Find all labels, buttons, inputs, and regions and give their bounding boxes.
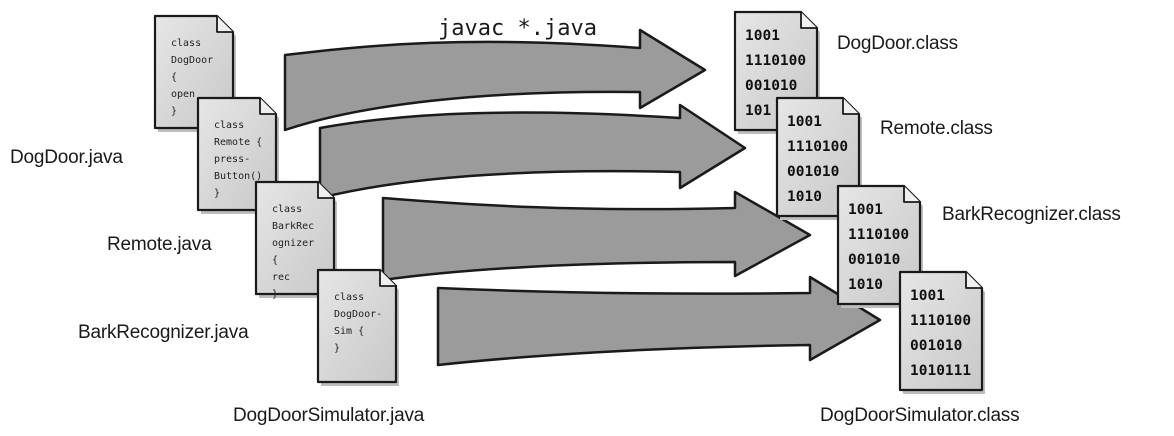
- file-content-line: class: [272, 204, 302, 215]
- file-content-line: 1010: [787, 189, 822, 205]
- file-content-line: 1010: [848, 277, 883, 293]
- file-content-line: class: [334, 292, 364, 303]
- file-content-line: 001010: [848, 252, 900, 268]
- file-content-line: 1001: [910, 288, 945, 304]
- file-content-line: ognizer: [272, 238, 314, 249]
- source-filename: BarkRecognizer.java: [78, 322, 249, 343]
- class-filename: DogDoor.class: [837, 33, 958, 54]
- file-content-line: BarkRec: [272, 221, 314, 232]
- file-content-line: DogDoor: [171, 55, 213, 66]
- file-content-line: 1001: [787, 114, 822, 130]
- compile-arrow: [283, 28, 707, 132]
- file-content-line: class: [171, 38, 201, 49]
- file-content-line: class: [214, 120, 244, 131]
- file-content-line: }: [272, 289, 278, 300]
- file-content-line: rec: [272, 272, 290, 283]
- file-content-line: press-: [214, 154, 250, 165]
- class-filename: BarkRecognizer.class: [942, 204, 1121, 225]
- file-content-line: 1110100: [910, 313, 971, 329]
- javac-command-label: javac *.java: [438, 16, 597, 41]
- file-content-line: 1110100: [848, 227, 909, 243]
- file-content-line: open: [171, 89, 195, 100]
- file-content-line: DogDoor-: [334, 309, 382, 320]
- file-content-line: 101: [745, 103, 771, 119]
- file-content-line: Sim {: [334, 326, 364, 337]
- file-content-line: 1110100: [745, 53, 806, 69]
- class-filename: DogDoorSimulator.class: [820, 405, 1020, 426]
- file-content-line: 001010: [745, 78, 797, 94]
- file-content-line: 001010: [787, 164, 839, 180]
- file-content-line: 1110100: [787, 139, 848, 155]
- file-content-line: 1010111: [910, 363, 971, 379]
- file-content-line: }: [171, 106, 177, 117]
- java-class-file-icon: 1001 1110100 001010 1010111: [898, 270, 985, 394]
- compile-arrow: [436, 275, 882, 367]
- file-content-line: 1001: [848, 202, 883, 218]
- source-filename: DogDoorSimulator.java: [233, 405, 425, 426]
- file-content-line: Button(): [214, 171, 262, 182]
- file-content-line: {: [272, 255, 278, 266]
- class-filename: Remote.class: [880, 118, 993, 139]
- file-content-line: }: [214, 188, 220, 199]
- file-content-line: }: [334, 343, 340, 354]
- file-content-line: Remote {: [214, 137, 262, 148]
- file-content-line: {: [171, 72, 177, 83]
- source-filename: Remote.java: [107, 234, 212, 255]
- file-content-line: 001010: [910, 338, 962, 354]
- source-filename: DogDoor.java: [10, 147, 123, 168]
- compile-arrow: [318, 103, 747, 200]
- file-content-line: 1001: [745, 28, 780, 44]
- compile-arrow: [381, 190, 812, 282]
